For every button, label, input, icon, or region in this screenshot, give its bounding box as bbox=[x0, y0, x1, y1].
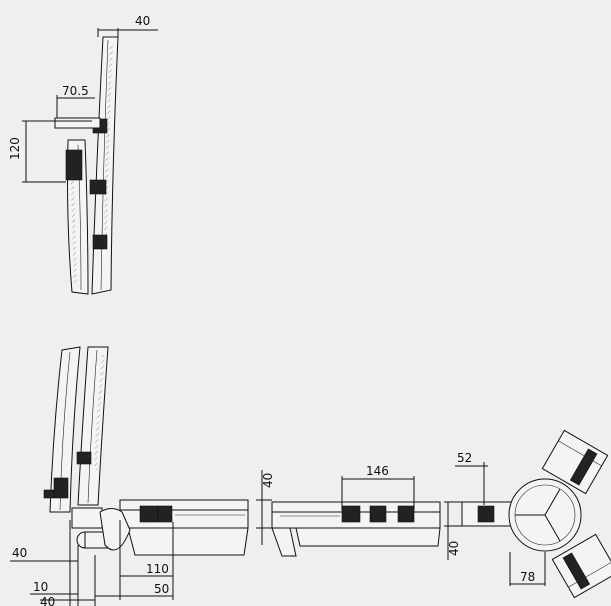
dim-junction-40: 40 bbox=[447, 541, 461, 556]
curved-profile-bottom-left bbox=[43, 346, 249, 556]
dim-bottom-50: 50 bbox=[154, 582, 169, 596]
dim-top-40: 40 bbox=[135, 14, 150, 28]
bottom-left-dimensions: 40 10 40 110 50 bbox=[10, 520, 174, 606]
dim-straight-146: 146 bbox=[366, 464, 389, 478]
straight-profile bbox=[271, 501, 441, 557]
dim-bottom-10: 10 bbox=[33, 580, 48, 594]
dim-straight-40: 40 bbox=[261, 473, 275, 488]
junction-profile bbox=[461, 429, 611, 599]
dim-top-120: 120 bbox=[8, 137, 22, 160]
dim-junction-52: 52 bbox=[457, 451, 472, 465]
straight-dimensions: 40 146 bbox=[256, 464, 415, 545]
junction-dimensions: 52 40 78 bbox=[444, 451, 546, 586]
dim-bottom-40: 40 bbox=[40, 595, 55, 606]
curved-profile-top-view bbox=[54, 36, 119, 295]
dim-bottom-110: 110 bbox=[146, 562, 169, 576]
dim-bottom-left-40: 40 bbox=[12, 546, 27, 560]
dim-top-70-5: 70.5 bbox=[62, 84, 89, 98]
top-dimensions: 40 70.5 120 bbox=[8, 14, 158, 183]
dim-junction-78: 78 bbox=[520, 570, 535, 584]
